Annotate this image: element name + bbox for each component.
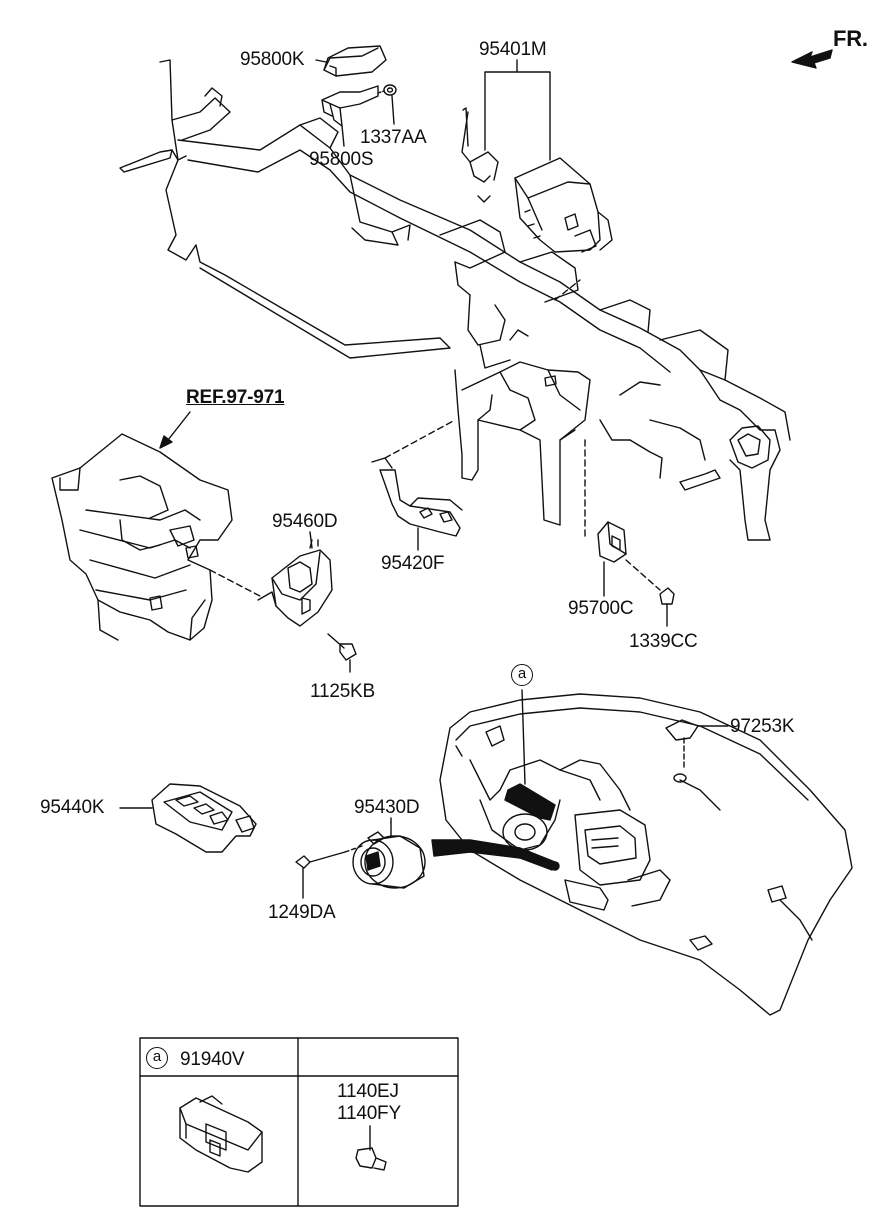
table-part-91940V: 91940V bbox=[180, 1049, 245, 1070]
bracket-95800S bbox=[321, 85, 379, 127]
part-label-1337AA: 1337AA bbox=[360, 127, 427, 148]
table-marker-a: a bbox=[146, 1047, 168, 1069]
part-label-95460D: 95460D bbox=[272, 511, 338, 532]
module-95800K bbox=[323, 45, 387, 77]
table-part-1140FY: 1140FY bbox=[337, 1103, 401, 1124]
part-label-95800S: 95800S bbox=[309, 149, 374, 170]
part-label-1249DA: 1249DA bbox=[268, 902, 336, 923]
leader-95401M bbox=[484, 59, 551, 161]
ref-arrow-head-icon bbox=[159, 435, 173, 449]
leader-95460D bbox=[309, 531, 313, 549]
reference-label: REF.97-971 bbox=[186, 387, 285, 408]
part-label-95430D: 95430D bbox=[354, 797, 420, 818]
marker-a-leader bbox=[521, 689, 526, 785]
module-95401M bbox=[461, 107, 613, 253]
pointer-arrow-icon bbox=[431, 839, 556, 871]
clip-97253K bbox=[665, 719, 729, 771]
leader-95800K bbox=[315, 59, 327, 63]
part-label-95440K: 95440K bbox=[40, 797, 105, 818]
detail-marker-a: a bbox=[511, 664, 533, 686]
part-label-95420F: 95420F bbox=[381, 553, 445, 574]
leader-95800S bbox=[341, 125, 345, 147]
parts-table-frame bbox=[139, 1037, 459, 1207]
dashed-link-95420F bbox=[384, 419, 456, 459]
part-label-95401M: 95401M bbox=[479, 39, 547, 60]
bolt-1125KB bbox=[327, 633, 357, 673]
part-label-97253K: 97253K bbox=[730, 716, 795, 737]
smart-key-95440K bbox=[119, 783, 257, 853]
forward-arrow-icon bbox=[791, 49, 833, 69]
bracket-95420F bbox=[371, 457, 463, 537]
ref-leader-arrow bbox=[167, 411, 191, 441]
dashed-link-95401M bbox=[554, 279, 581, 301]
part-label-95800K: 95800K bbox=[240, 49, 305, 70]
dashed-link-1339CC bbox=[625, 559, 661, 591]
module-95700C bbox=[597, 521, 627, 563]
screw-1249DA bbox=[295, 845, 363, 899]
nut-1339CC bbox=[659, 587, 675, 627]
dashboard bbox=[439, 693, 853, 1016]
start-button-highlight bbox=[504, 783, 556, 821]
part-label-1125KB: 1125KB bbox=[310, 681, 376, 702]
front-direction-label: FR. bbox=[833, 26, 868, 51]
nut-1337AA bbox=[377, 84, 397, 96]
connector-91940V bbox=[179, 1095, 263, 1173]
part-label-95700C: 95700C bbox=[568, 598, 634, 619]
dashed-link-heater bbox=[209, 569, 261, 597]
part-label-1339CC: 1339CC bbox=[629, 631, 698, 652]
screw-1140 bbox=[355, 1125, 387, 1171]
table-part-1140EJ: 1140EJ bbox=[337, 1081, 399, 1102]
leader-1337AA bbox=[391, 95, 395, 125]
module-95460D bbox=[257, 539, 333, 627]
heater-assembly bbox=[51, 433, 233, 641]
cowl-crossbar bbox=[119, 59, 791, 541]
switch-95430D bbox=[352, 821, 426, 889]
